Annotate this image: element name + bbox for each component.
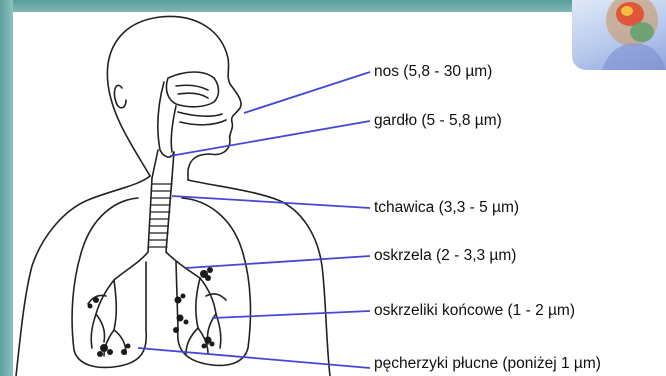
nasal-cavity [166,72,218,107]
leader-alveoli [138,348,370,368]
leader-throat [170,121,370,156]
trachea [148,178,152,252]
pharynx [158,82,164,150]
label-throat: gardło (5 - 5,8 µm) [374,113,502,129]
leader-bronchi [186,256,370,268]
bronchi [114,252,148,280]
label-bronchi: oskrzela (2 - 3,3 µm) [374,248,516,264]
label-alveoli: pęcherzyki płucne (poniżej 1 µm) [374,356,601,372]
right-lung [176,198,250,365]
left-lung [72,198,146,367]
leader-bronchioles [212,311,370,318]
label-bronchioles: oskrzeliki końcowe (1 - 2 µm) [374,303,575,319]
leader-nose [244,72,370,113]
bronchioles [200,278,216,314]
label-nose: nos (5,8 - 30 µm) [374,64,492,80]
label-trachea: tchawica (3,3 - 5 µm) [374,200,519,216]
